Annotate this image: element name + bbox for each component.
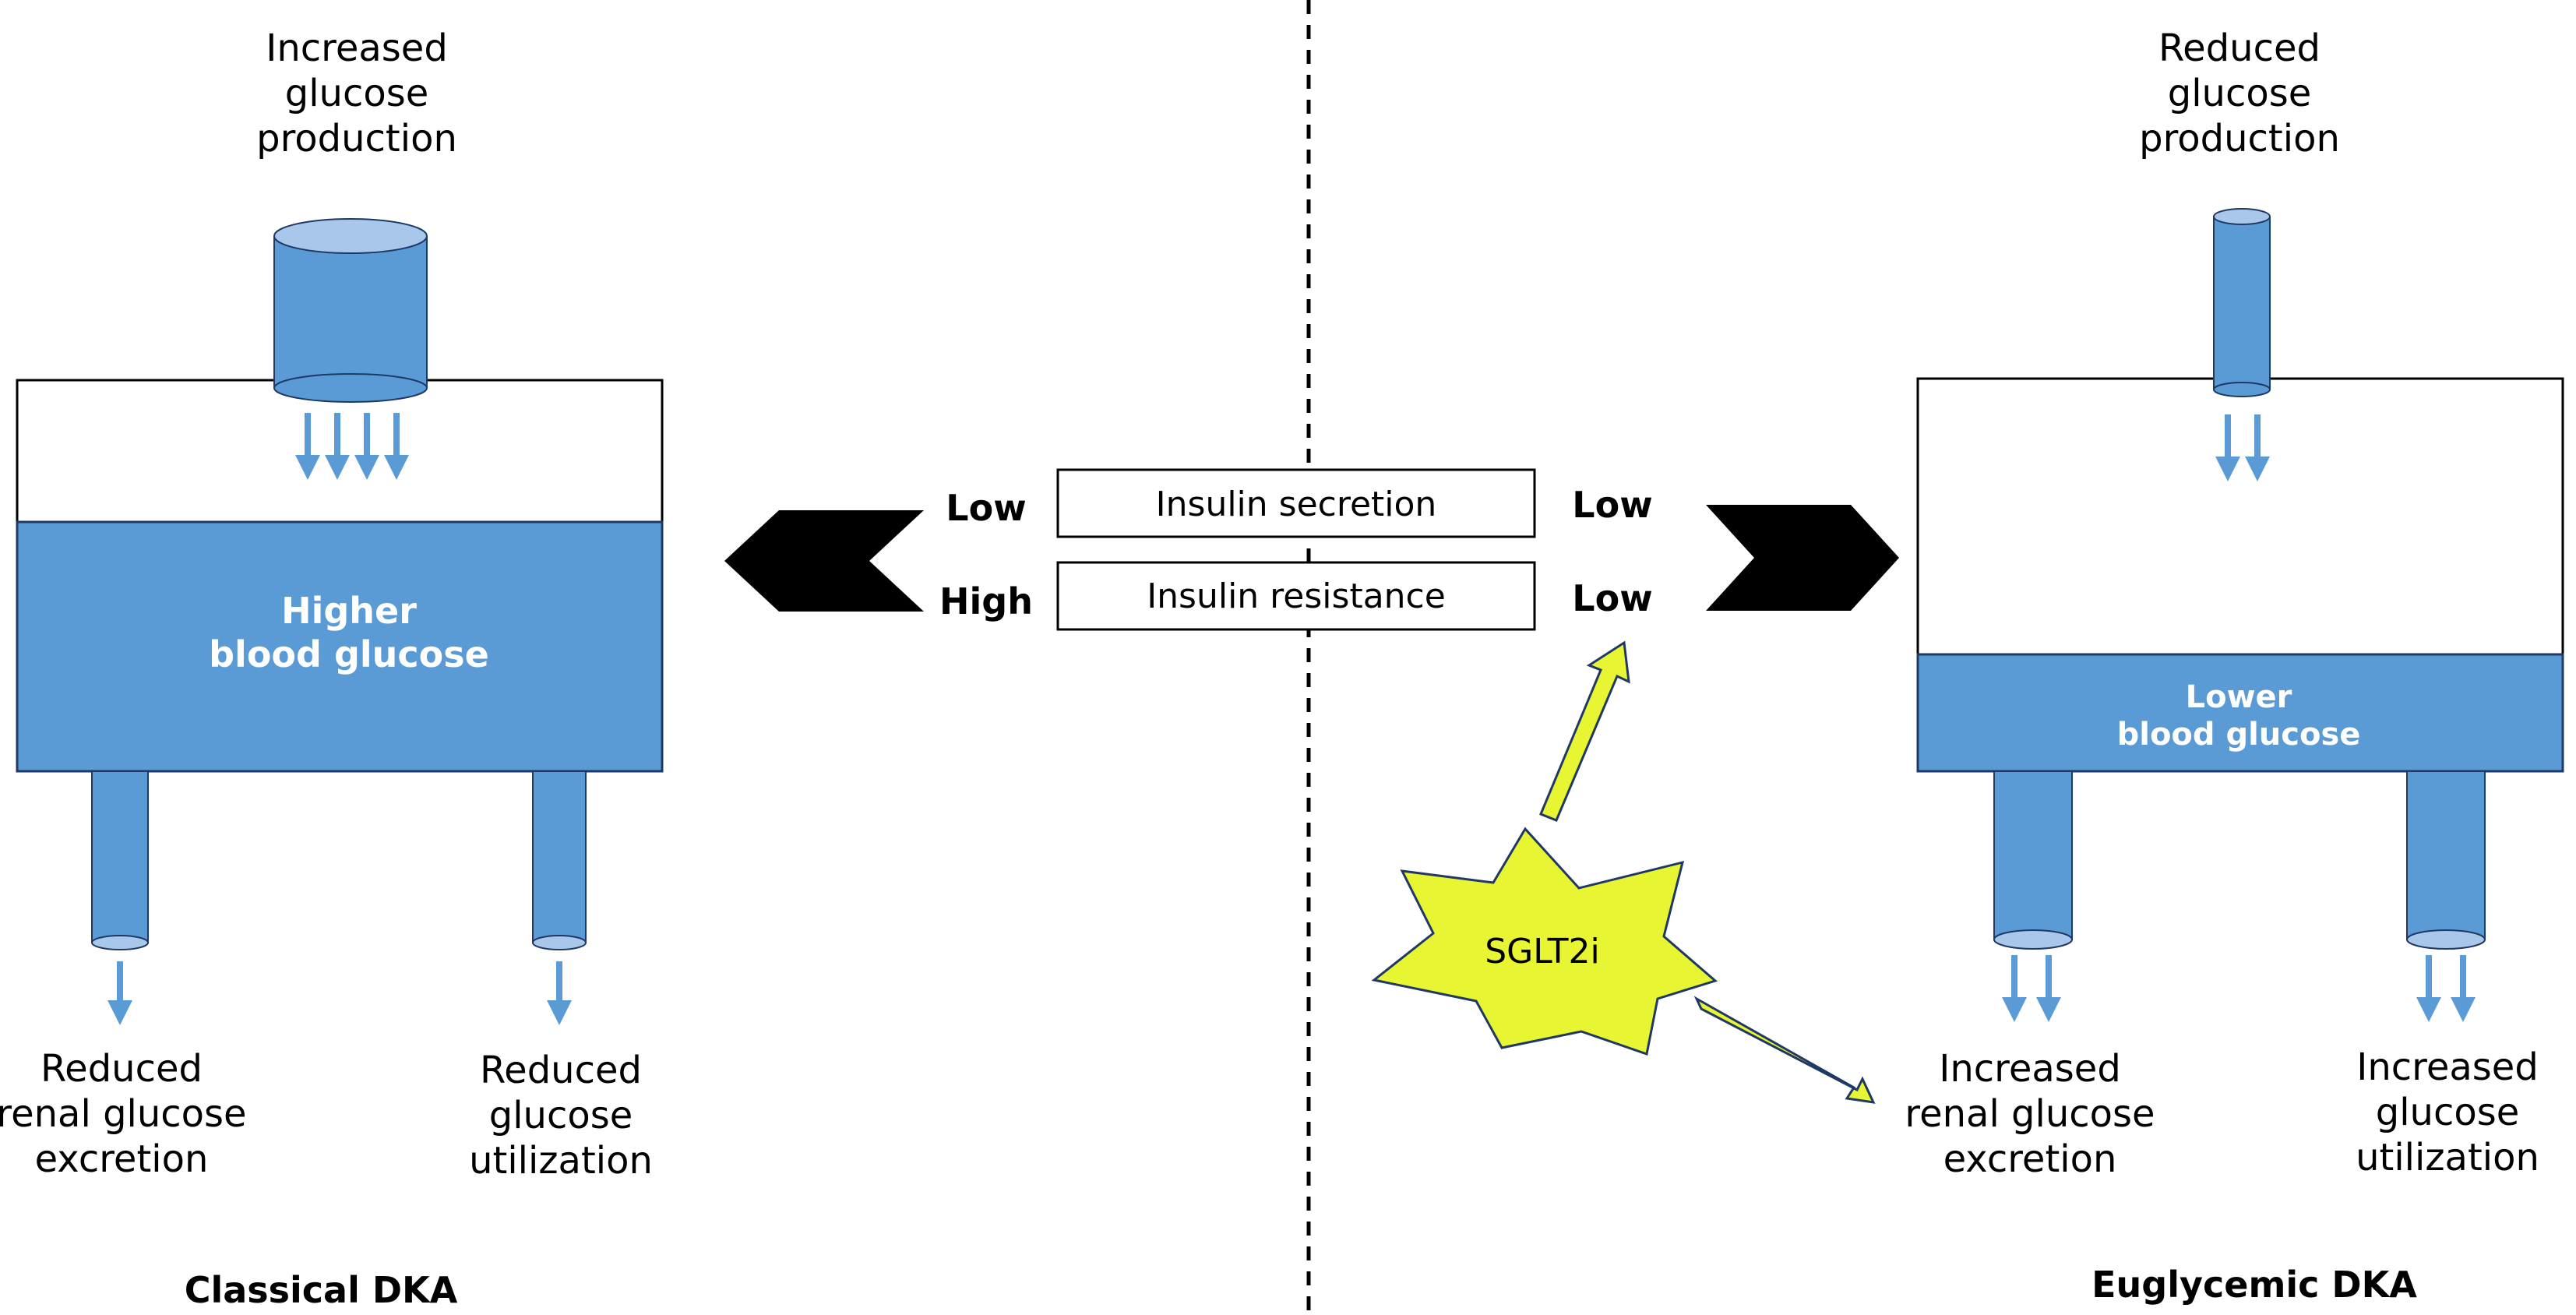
left-utilization-pipe xyxy=(532,770,587,950)
right-excretion-line-1: Increased xyxy=(1939,1047,2121,1091)
right-production-label: Reduced glucose production xyxy=(2139,26,2340,160)
center-comparison: Low Insulin secretion Low High Insulin r… xyxy=(939,468,1653,631)
row2-left-value: High xyxy=(939,580,1033,622)
left-tank-label-line-2: blood glucose xyxy=(209,633,489,675)
triple-chevron-right-icon xyxy=(1706,505,1899,611)
left-production-line-2: glucose xyxy=(285,72,429,115)
row1-left-value: Low xyxy=(946,487,1026,529)
row2-box xyxy=(1056,561,1536,631)
right-utilization-arrows xyxy=(2416,955,2476,1022)
left-input-cylinder xyxy=(273,218,428,403)
starburst-icon xyxy=(1371,827,1718,1056)
row1-label: Insulin secretion xyxy=(1156,485,1437,524)
right-utilization-pipe xyxy=(2406,770,2486,950)
right-utilization-line-3: utilization xyxy=(2356,1136,2539,1179)
right-inflow-arrows xyxy=(2215,414,2270,481)
sglt2i-to-excretion-arrow xyxy=(1693,996,1876,1104)
left-excretion-line-1: Reduced xyxy=(41,1047,203,1091)
right-production-line-3: production xyxy=(2139,117,2340,160)
left-excretion-line-3: excretion xyxy=(35,1137,209,1181)
left-excretion-pipe xyxy=(91,770,149,950)
left-tank-label-line-1: Higher xyxy=(281,590,417,632)
left-tank: Higher blood glucose xyxy=(16,379,664,773)
left-production-label: Increased glucose production xyxy=(256,26,457,160)
row2-label: Insulin resistance xyxy=(1147,576,1446,616)
sglt2i-to-resistance-arrow xyxy=(1539,640,1630,822)
left-title: Classical DKA xyxy=(185,1269,458,1311)
row2-right-value: Low xyxy=(1572,577,1652,619)
left-utilization-line-1: Reduced xyxy=(480,1049,642,1092)
right-tank: Lower blood glucose xyxy=(1916,377,2564,773)
left-excretion-line-2: renal glucose xyxy=(0,1092,247,1136)
left-production-line-1: Increased xyxy=(266,26,448,70)
right-tank-label-line-2: blood glucose xyxy=(2117,717,2361,753)
right-excretion-label: Increased renal glucose excretion xyxy=(1905,1047,2155,1181)
right-utilization-line-1: Increased xyxy=(2356,1045,2539,1089)
left-production-line-3: production xyxy=(256,117,457,160)
right-excretion-line-2: renal glucose xyxy=(1905,1092,2155,1136)
row1-box xyxy=(1056,468,1536,538)
sglt2i-label: SGLT2i xyxy=(1485,932,1600,971)
right-tank-empty-area xyxy=(1916,377,2564,656)
right-utilization-line-2: glucose xyxy=(2376,1091,2520,1134)
right-production-line-2: glucose xyxy=(2168,72,2312,115)
right-title: Euglycemic DKA xyxy=(2091,1264,2417,1306)
left-utilization-line-3: utilization xyxy=(469,1139,653,1183)
left-inflow-arrows xyxy=(295,413,409,480)
left-utilization-line-2: glucose xyxy=(489,1094,633,1137)
right-excretion-pipe xyxy=(1993,770,2073,950)
right-excretion-arrows xyxy=(2002,955,2061,1022)
row1-right-value: Low xyxy=(1572,484,1652,526)
right-input-cylinder xyxy=(2213,208,2271,397)
left-utilization-label: Reduced glucose utilization xyxy=(469,1049,653,1183)
right-tank-label-line-1: Lower xyxy=(2186,679,2292,715)
left-tank-fill xyxy=(16,520,664,773)
triple-chevron-left-icon xyxy=(724,510,924,612)
right-tank-fill xyxy=(1916,653,2564,773)
right-production-line-1: Reduced xyxy=(2158,26,2321,70)
left-excretion-label: Reduced renal glucose excretion xyxy=(0,1047,247,1181)
right-excretion-line-3: excretion xyxy=(1943,1137,2117,1181)
right-utilization-label: Increased glucose utilization xyxy=(2356,1045,2539,1179)
